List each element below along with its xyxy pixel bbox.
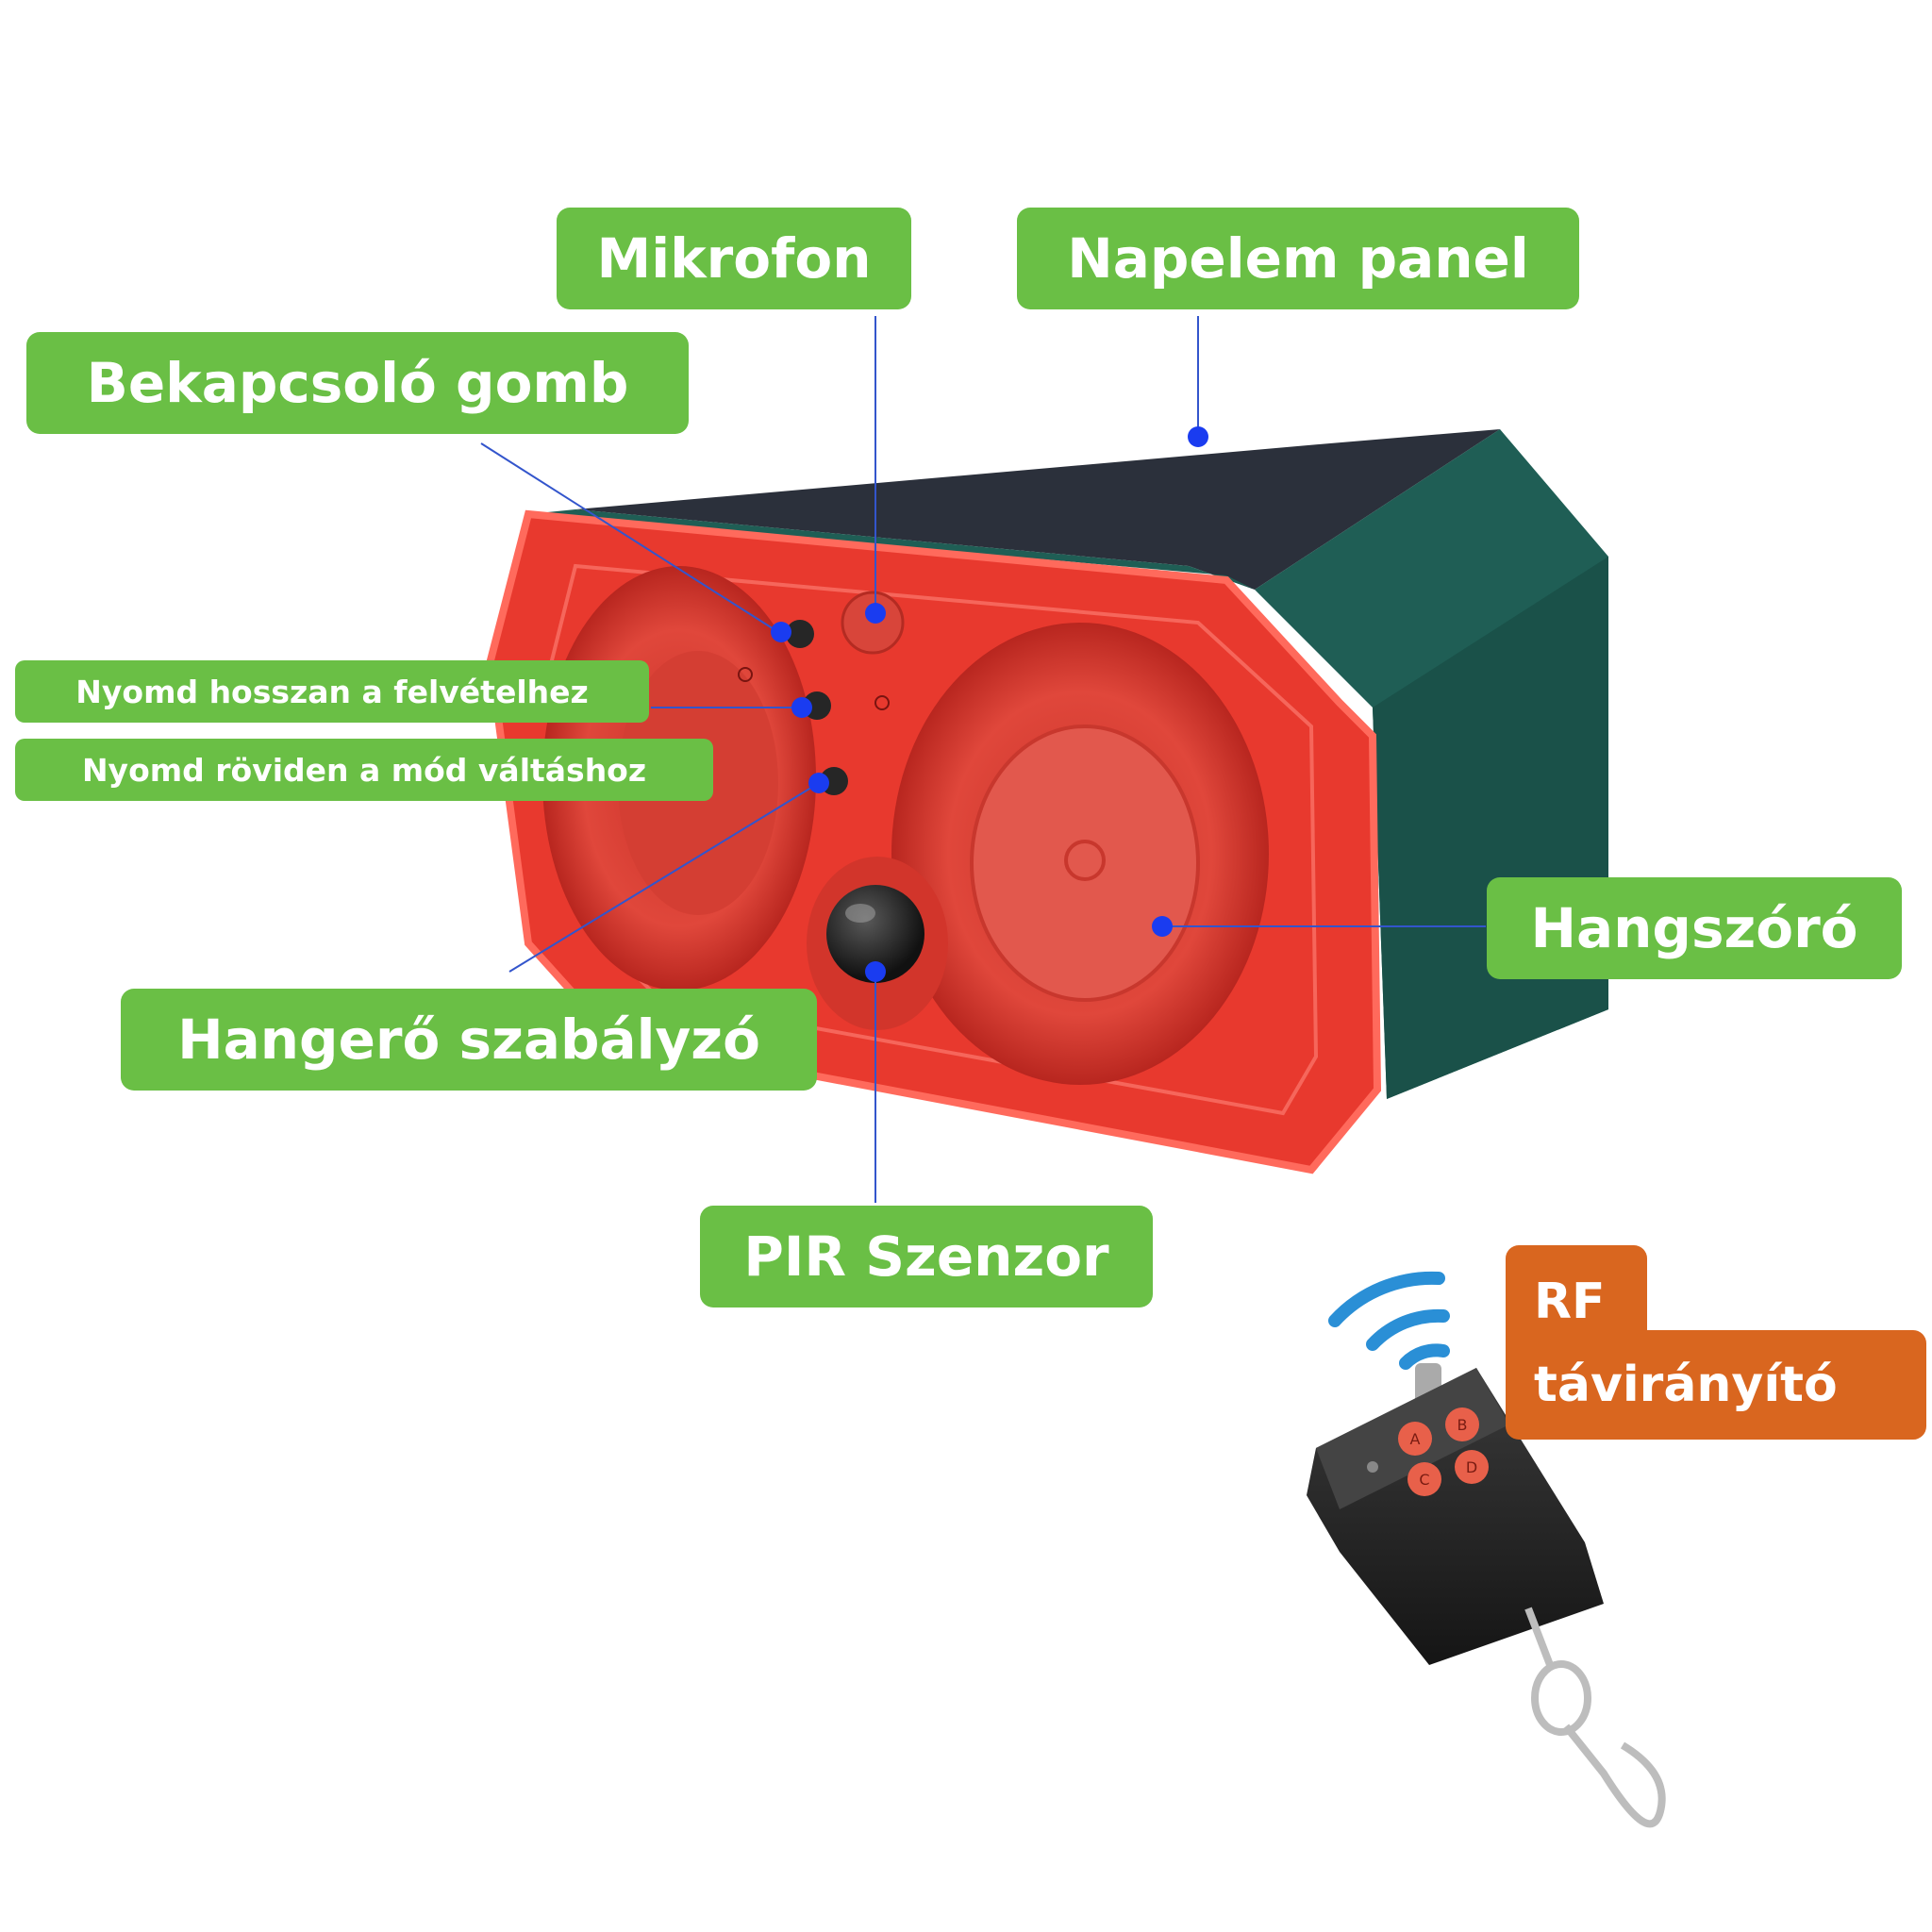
- label-pir-szenzor: PIR Szenzor: [700, 1206, 1153, 1307]
- label-mikrofon: Mikrofon: [557, 208, 911, 309]
- wifi-signal-icon: [1328, 1271, 1450, 1370]
- remote-button-c: C: [1419, 1471, 1429, 1489]
- label-bekapcsolo-gomb: Bekapcsoló gomb: [26, 332, 689, 434]
- rf-label-line1: RF: [1534, 1274, 1606, 1330]
- rf-label-bottom: távirányító: [1506, 1330, 1926, 1440]
- speaker-cone: [970, 724, 1200, 1002]
- pointer-dots: [771, 426, 1208, 982]
- label-hangszoro: Hangszóró: [1487, 877, 1902, 979]
- solar-panel: [575, 429, 1500, 590]
- label-nyomd-roviden: Nyomd röviden a mód váltáshoz: [15, 739, 713, 801]
- label-nyomd-hosszan: Nyomd hosszan a felvételhez: [15, 660, 649, 723]
- power-button: [786, 620, 814, 648]
- rf-remote: A B C D: [1307, 1363, 1666, 1828]
- label-hangero-szabalyzo: Hangerő szabályzó: [121, 989, 817, 1091]
- remote-buttons: A B C D: [1398, 1407, 1489, 1496]
- remote-button-d: D: [1466, 1458, 1477, 1476]
- label-napelem-panel: Napelem panel: [1017, 208, 1579, 309]
- keychain-ring-icon: [1524, 1607, 1666, 1828]
- remote-button-b: B: [1457, 1416, 1468, 1434]
- pointer-lines: [480, 316, 1486, 1203]
- rf-label-line2: távirányító: [1534, 1357, 1838, 1413]
- remote-button-a: A: [1410, 1430, 1421, 1448]
